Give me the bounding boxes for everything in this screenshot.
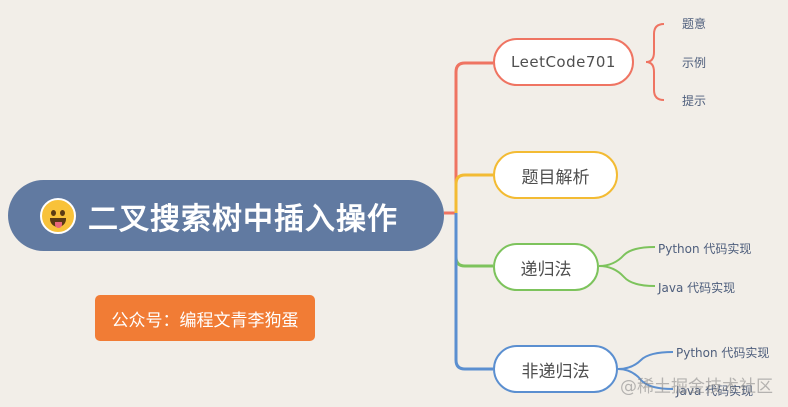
leaf-recursion-java[interactable]: Java 代码实现: [658, 281, 736, 295]
branch-node-recursion[interactable]: 递归法: [493, 243, 599, 291]
branch-node-analysis[interactable]: 题目解析: [493, 151, 618, 199]
connector-branch-3: [454, 213, 493, 268]
root-node[interactable]: 二叉搜索树中插入操作: [8, 180, 444, 251]
grinning-tongue-emoji-icon: [40, 197, 76, 234]
connector-iterative-java: [617, 368, 674, 390]
connector-branch-4: [454, 213, 493, 371]
connector-branch-1: [444, 61, 493, 215]
leaf-example[interactable]: 示例: [682, 56, 707, 70]
connector-branch-2: [454, 173, 493, 213]
connector-recursion-python: [598, 246, 656, 267]
leaf-recursion-python[interactable]: Python 代码实现: [658, 242, 752, 256]
site-watermark: @稀土掘金技术社区: [620, 377, 773, 397]
leaf-iterative-java[interactable]: Java 代码实现: [676, 384, 754, 398]
leaf-hint[interactable]: 提示: [682, 94, 707, 108]
branch-node-iterative[interactable]: 非递归法: [493, 345, 618, 393]
root-title: 二叉搜索树中插入操作: [88, 202, 398, 236]
branch-node-leetcode[interactable]: LeetCode701: [493, 38, 634, 86]
brace-leetcode: [645, 23, 665, 101]
wechat-account-badge: 公众号：编程文青李狗蛋: [95, 295, 315, 341]
connector-recursion-java: [598, 265, 656, 287]
leaf-iterative-python[interactable]: Python 代码实现: [676, 346, 770, 360]
connector-iterative-python: [617, 351, 674, 370]
leaf-problem-meaning[interactable]: 题意: [682, 17, 707, 31]
